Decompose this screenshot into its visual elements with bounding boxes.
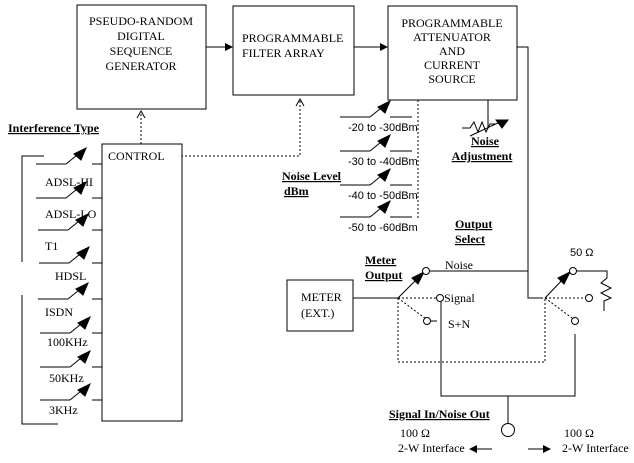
prdsg-block: PSEUDO-RANDOM DIGITAL SEQUENCE GENERATOR [76,4,207,110]
interference-switch-isdn[interactable]: ISDN [38,281,102,319]
interference-switch-t1[interactable]: T1 [38,212,102,253]
interference-switch-hdsl[interactable]: HDSL [39,245,102,283]
interference-label: ADSL-LO [45,207,97,221]
meter-block: METER (EXT.) [286,279,354,332]
noise-level-title-2: dBm [284,184,309,198]
attenuator-line-2: ATTENUATOR [413,30,491,44]
interference-bus-upper [21,155,44,262]
filter-line-1: PROGRAMMABLE [242,31,343,45]
meter-line-1: METER [301,290,342,304]
filter-block: PROGRAMMABLE FILTER ARRAY [232,5,355,96]
control-label: CONTROL [108,149,165,163]
noise-adjustment-label-2: Adjustment [452,149,513,163]
right-interface: 2-W Interface [562,441,629,455]
interference-switch-adsl-hi[interactable]: ADSL-HI [36,146,102,189]
noise-level-label: -40 to -50dBm [348,190,418,202]
attenuator-output-wire [517,46,543,299]
attenuator-line-5: SOURCE [428,72,475,86]
prdsg-line-1: PSEUDO-RANDOM [89,14,193,28]
meter-option-signal: Signal [444,291,475,305]
meter-output-label-2: Output [365,268,402,282]
control-to-filter-dotted [165,99,301,157]
noise-adjustment-pot: Noise Adjustment [452,100,513,163]
noise-level-label: -50 to -60dBm [348,222,418,234]
noise-level-label: -30 to -40dBm [348,156,418,168]
meter-option-sn: S+N [448,317,470,331]
left-impedance: 100 Ω [400,426,430,440]
interference-label: 50KHz [49,371,84,385]
left-interface: 2-W Interface [398,441,465,455]
line-connector [501,423,515,437]
attenuator-block: PROGRAMMABLE ATTENUATOR AND CURRENT SOUR… [387,5,518,101]
interference-label: 100KHz [47,335,88,349]
output-select-switch[interactable] [544,267,593,325]
signal-in-title: Signal In/Noise Out [389,407,490,421]
interference-switch-100khz[interactable]: 100KHz [40,315,102,349]
resistor-50ohm: 50 Ω [570,247,613,311]
meter-output-switch[interactable]: Noise Signal S+N [353,258,546,363]
interference-label: T1 [45,239,58,253]
prdsg-line-2: DIGITAL [117,29,165,43]
noise-adjustment-label-1: Noise [471,134,500,148]
interference-bus-lower [21,295,58,425]
control-block: CONTROL [101,143,183,422]
noise-level-switch-1[interactable]: -20 to -30dBm [340,99,418,134]
interference-label: ISDN [45,305,73,319]
prdsg-line-3: SEQUENCE [110,44,173,58]
meter-line-2: (EXT.) [301,306,334,320]
noise-level-title-1: Noise Level [282,169,342,183]
interference-type-title: Interference Type [8,121,100,135]
output-terminal-line [571,317,579,325]
interference-switch-3khz[interactable]: 3KHz [40,382,102,417]
attenuator-line-1: PROGRAMMABLE [401,16,502,30]
meter-output-label-1: Meter [365,253,397,267]
noise-level-switch-4[interactable]: -50 to -60dBm [340,199,418,234]
noise-level-label: -20 to -30dBm [348,122,418,134]
output-select-label-1: Output [455,217,492,231]
interference-label: HDSL [55,269,86,283]
output-terminal-50ohm [569,267,577,275]
noise-level-switch-2[interactable]: -30 to -40dBm [340,133,418,168]
filter-line-2: FILTER ARRAY [242,46,325,60]
interference-switch-50khz[interactable]: 50KHz [40,349,102,385]
attenuator-line-3: AND [439,44,465,58]
noise-level-switches: -20 to -30dBm -30 to -40dBm -40 to -50dBm -… [340,99,418,234]
meter-option-noise: Noise [445,258,473,272]
noise-level-switch-3[interactable]: -40 to -50dBm [340,167,418,202]
resistor-50ohm-label: 50 Ω [570,247,594,259]
right-impedance: 100 Ω [564,426,594,440]
output-select-label-2: Select [455,232,485,246]
prdsg-line-4: GENERATOR [105,59,176,73]
attenuator-line-4: CURRENT [424,58,481,72]
meter-signal-terminal [436,294,444,302]
output-terminal-open [585,294,593,302]
interference-label: 3KHz [49,403,78,417]
meter-sn-terminal [423,317,431,325]
meter-noise-terminal [422,267,430,275]
